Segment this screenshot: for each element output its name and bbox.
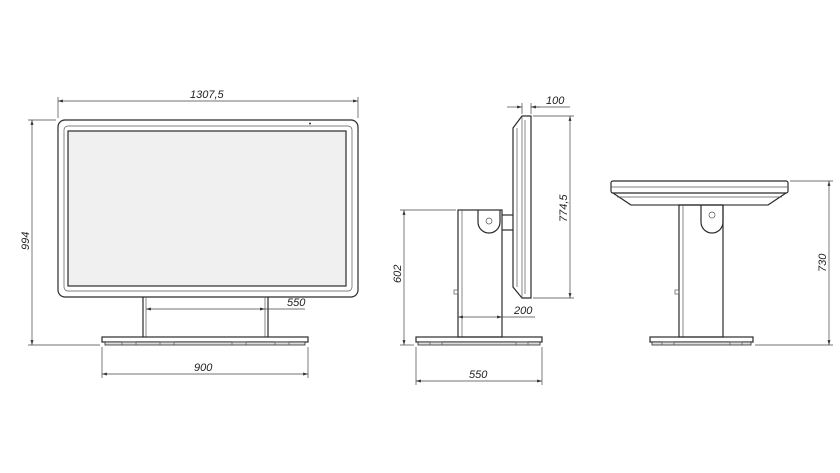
table-base-feet bbox=[651, 341, 752, 346]
dim-front-width-label: 1307,5 bbox=[190, 89, 225, 101]
table-top-chamfer bbox=[612, 192, 787, 206]
table-base-plate bbox=[649, 336, 754, 343]
dim-side-screen-height-label: 774,5 bbox=[558, 194, 570, 222]
front-view: 1307,5 994 550 900 bbox=[20, 89, 359, 378]
dim-side-base-depth-label: 550 bbox=[469, 369, 488, 381]
front-monitor-bezel bbox=[63, 125, 353, 292]
dim-front-height-label: 994 bbox=[20, 232, 32, 250]
front-base-feet bbox=[104, 341, 306, 346]
side-base-plate bbox=[415, 336, 543, 343]
side-base-feet bbox=[417, 341, 541, 346]
dim-column-spacing-label: 550 bbox=[287, 297, 306, 309]
dim-table-height-label: 730 bbox=[817, 253, 829, 272]
dim-side-depth-label: 100 bbox=[546, 95, 565, 107]
dim-side-column-height-label: 602 bbox=[392, 265, 404, 283]
front-base-plate bbox=[101, 336, 309, 343]
side-view: 100 774,5 602 200 550 bbox=[392, 95, 574, 385]
camera-dot bbox=[309, 122, 311, 125]
table-view: 730 bbox=[610, 180, 833, 346]
front-monitor-frame bbox=[57, 119, 359, 298]
front-screen bbox=[67, 130, 347, 287]
table-mount-bracket bbox=[700, 205, 724, 234]
side-mount-bracket bbox=[477, 210, 501, 234]
dim-base-width-label: 900 bbox=[194, 362, 213, 374]
dim-side-column-depth-label: 200 bbox=[513, 305, 533, 317]
